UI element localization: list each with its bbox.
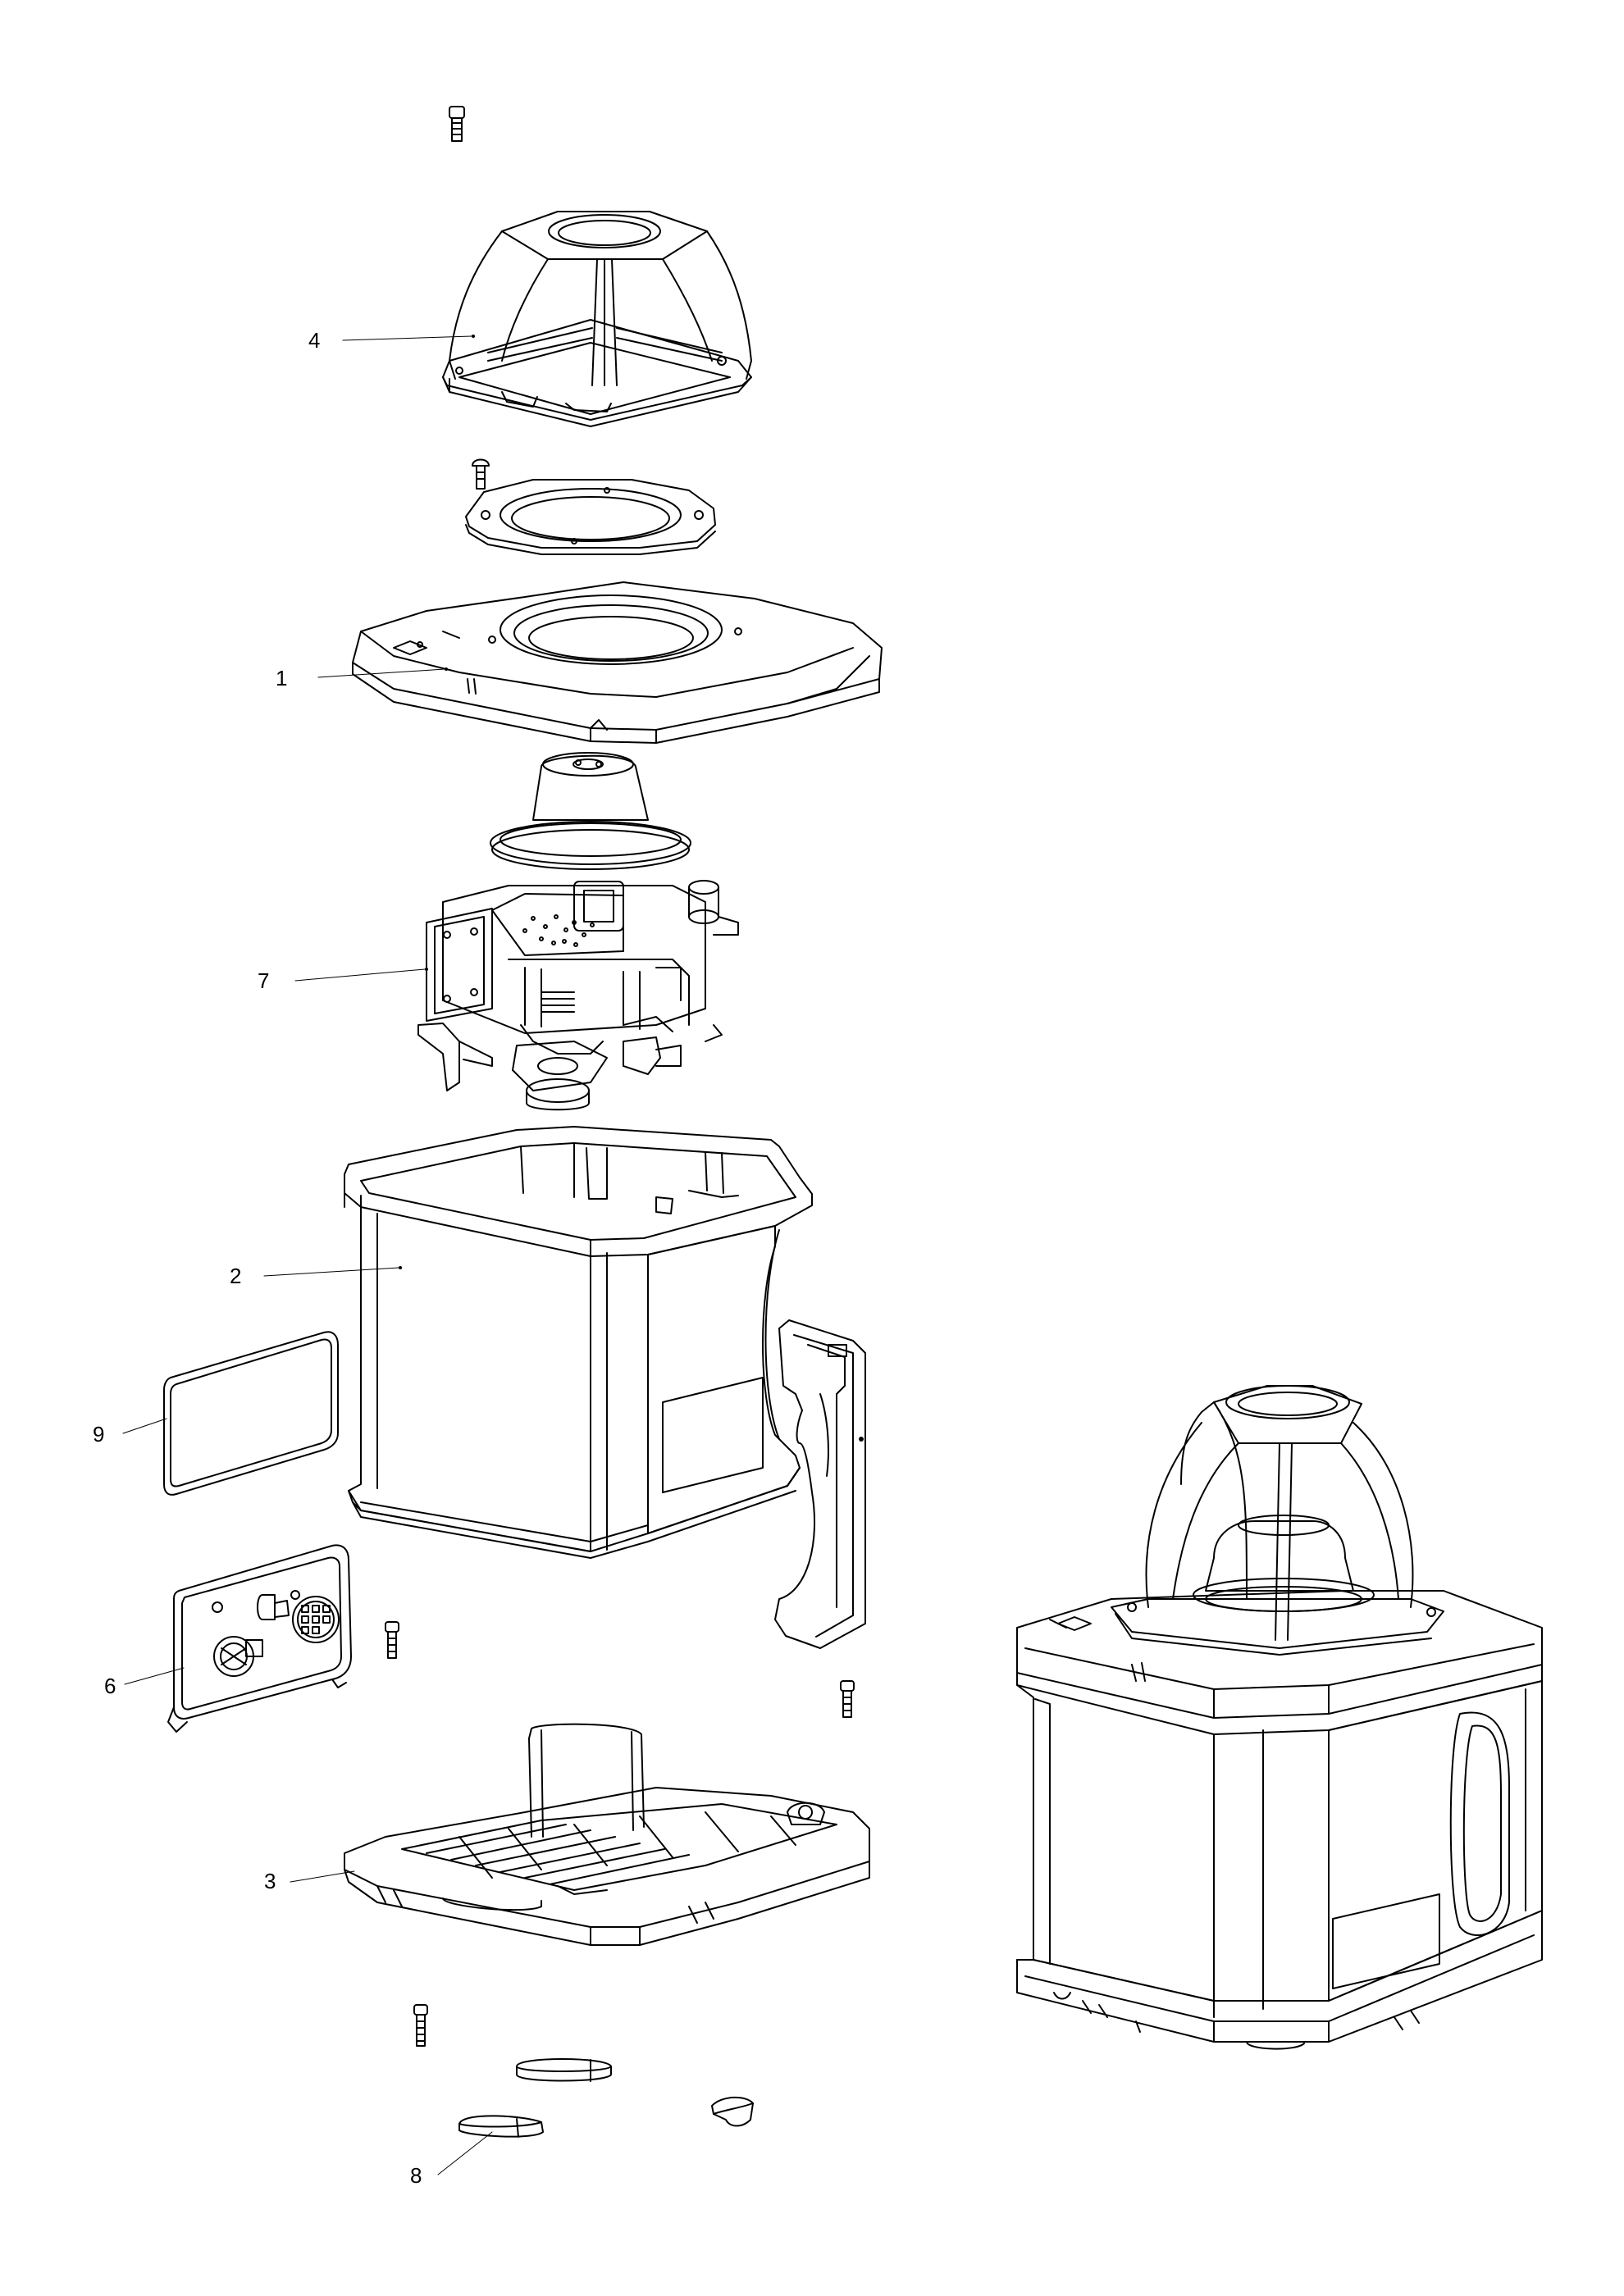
rubber-foot-1 (517, 2059, 611, 2081)
leader-4 (342, 335, 472, 341)
callout-6: 6 (104, 1674, 116, 1698)
callout-2: 2 (230, 1264, 241, 1288)
base-screw (414, 2005, 427, 2046)
dome-cage (443, 212, 751, 426)
callout-8: 8 (410, 2163, 422, 2188)
callout-1: 1 (276, 666, 287, 690)
top-screw (449, 107, 464, 141)
leader-6 (124, 1667, 185, 1685)
ring-screw (472, 460, 489, 490)
leader-2-dot (399, 1266, 402, 1269)
leader-4-dot (472, 335, 475, 338)
leader-7 (294, 968, 426, 982)
leader-1-dot (445, 667, 448, 671)
callout-3: 3 (264, 1869, 276, 1893)
handle-screw (841, 1681, 854, 1717)
top-cover (353, 582, 882, 743)
callout-7: 7 (258, 968, 269, 993)
rubber-foot-3 (712, 2098, 753, 2126)
leader-8 (437, 2131, 493, 2175)
callout-4: 4 (308, 328, 320, 353)
leader-9 (122, 1418, 167, 1434)
glass-window (164, 1332, 338, 1495)
handle (775, 1320, 865, 1648)
leader-2 (263, 1267, 399, 1277)
leader-7-dot (425, 968, 428, 971)
leader-1 (317, 668, 445, 678)
ring-flange (466, 480, 715, 554)
rubber-foot-2 (459, 2116, 543, 2137)
callout-9: 9 (93, 1422, 104, 1446)
control-panel (168, 1545, 351, 1732)
assembled-unit (1017, 1386, 1542, 2049)
leader-3 (290, 1870, 355, 1883)
laser-mechanism (418, 753, 738, 1109)
base (344, 1724, 869, 1945)
main-housing (344, 1127, 812, 1558)
panel-screw (385, 1622, 399, 1658)
